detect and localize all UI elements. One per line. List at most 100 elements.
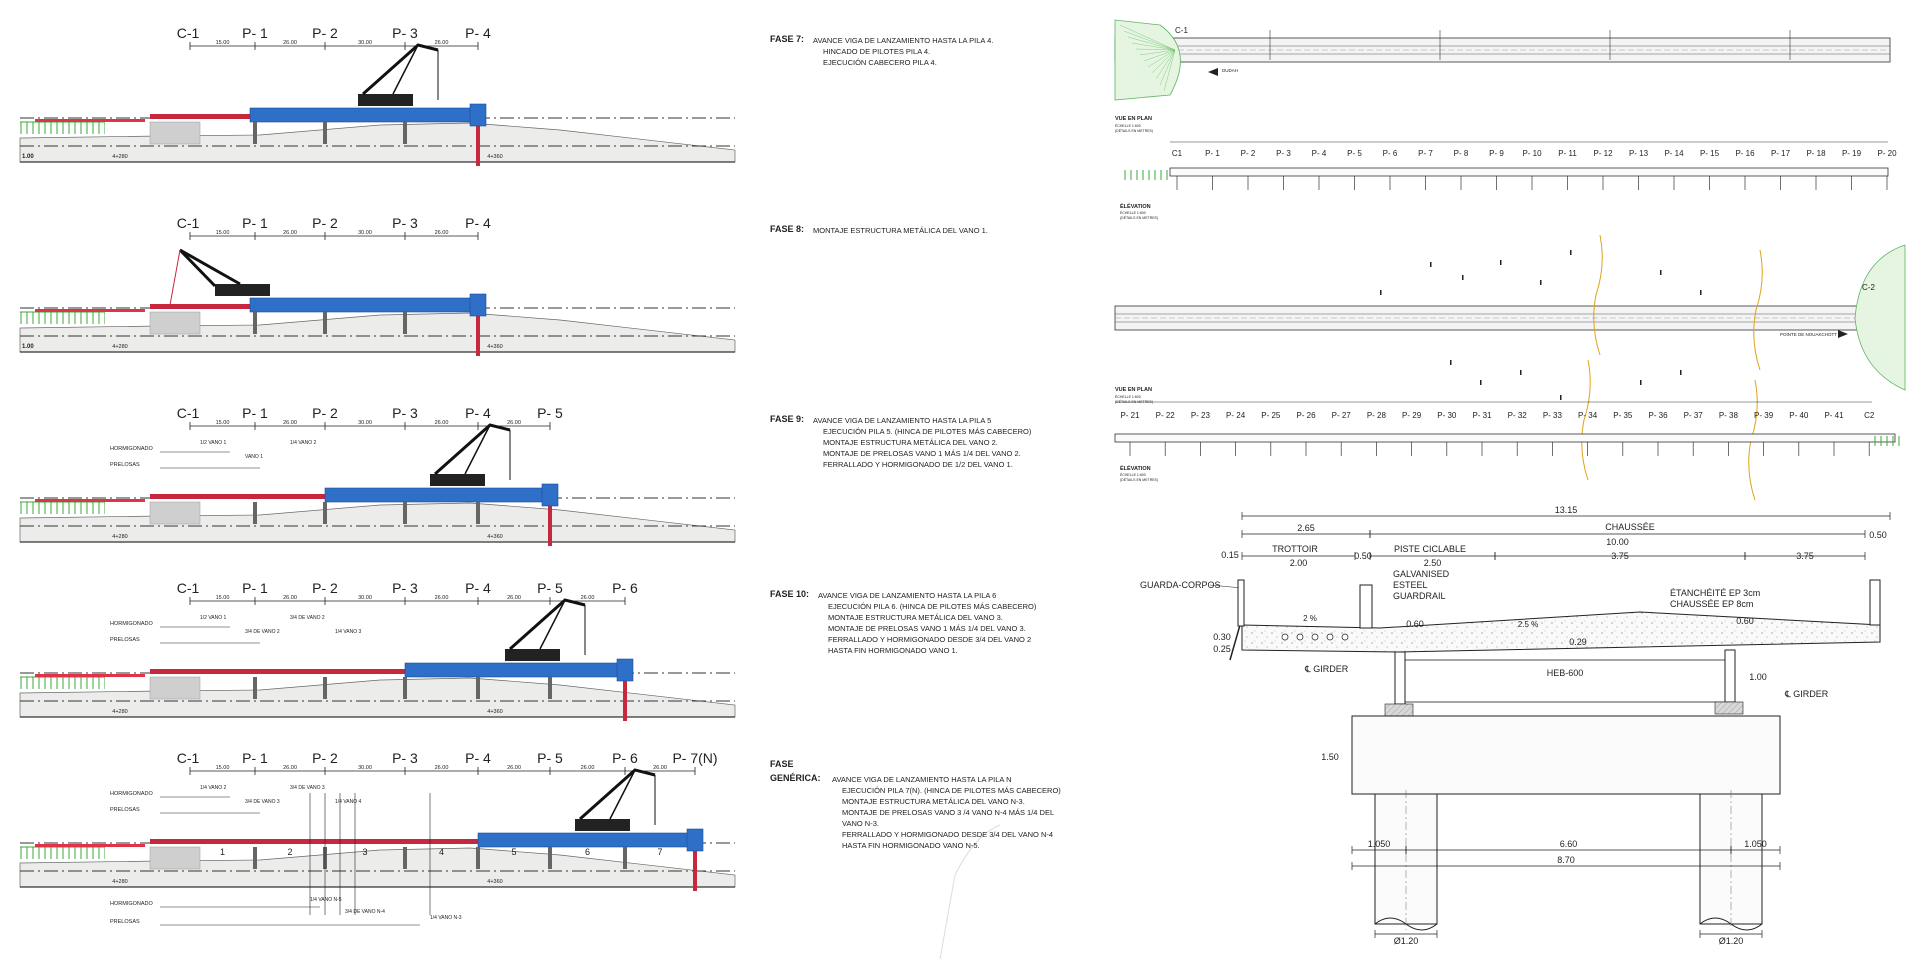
station-left: 4+280 [112,534,127,540]
annot-vano-low: 3/4 DE VANO N-4 [345,909,385,915]
pier-label: C-1 [177,580,200,596]
elev1-pier-label: P- 16 [1735,149,1755,158]
span-label: 26.00 [581,595,595,601]
pier-label: P- 4 [465,25,491,41]
elev2-title: ÉLÉVATION [1120,464,1151,472]
dim-trottoir: 2.00 [1290,558,1308,568]
span-label: 26.00 [507,765,521,771]
elev2-pier-label: P- 24 [1226,411,1246,420]
span-label: 15.00 [216,595,230,601]
built-deck [150,669,405,674]
pier-column [403,847,407,869]
crane [358,43,439,106]
station-right: 4+360 [487,709,502,715]
pier-column [403,312,407,334]
annot-vano: 3/4 DE VANO 2 [290,615,325,621]
pier-label: P- 5 [537,750,563,766]
crane-stay [464,424,491,475]
plan-arrow-label-2: POINTE DE NOUAKCHOTT [1780,332,1837,337]
pier-column [476,847,480,869]
dim-lane2: 3.75 [1796,551,1814,561]
phase-line: AVANCE VIGA DE LANZAMIENTO HASTA LA PILA… [813,416,992,425]
annot-vano: 1/2 VANO 1 [200,615,227,621]
elev1-pier-label: P- 6 [1383,149,1398,158]
survey-point [1560,395,1562,400]
elev2-pier-label: P- 26 [1296,411,1316,420]
girder-right-label: ℄ GIRDER [1784,689,1829,699]
span-number: 5 [511,847,516,857]
elev2-pier-label: P- 32 [1508,411,1528,420]
abutment [149,846,201,870]
annot-vano-low: 1/4 VANO N-3 [430,915,462,921]
dim-total: 13.15 [1555,505,1578,515]
phase-line: FERRALLADO Y HORMIGONADO DE 1/2 DEL VANO… [823,460,1013,469]
survey-point [1570,250,1572,255]
phase-line: EJECUCIÓN PILA 7(N). (HINCA DE PILOTES M… [842,786,1061,795]
annot-vano-low: 1/4 VANO N-5 [310,897,342,903]
span-label: 26.00 [653,765,667,771]
approach-deck [35,499,145,502]
crane-body [430,474,485,486]
edge-right: 0.50 [1869,530,1887,540]
elev2-pier-label: P- 36 [1648,411,1668,420]
annot-hormigonado-low: HORMIGONADO [110,901,154,907]
girder-right [1724,649,1736,703]
plan-embankment-2 [1854,244,1906,391]
elev1-pier-label: C1 [1172,149,1183,158]
span-label: 26.00 [435,595,449,601]
survey-point [1500,260,1502,265]
elev2-deck [1114,433,1896,443]
pier-column [323,677,327,699]
approach-deck [35,309,145,312]
embankment-hatch [1163,49,1176,92]
elev1-pier-label: P- 13 [1629,149,1649,158]
abutment [149,501,201,525]
elev2-pier-label: P- 29 [1402,411,1422,420]
survey-point [1430,262,1432,267]
elev1-pier-label: P- 20 [1877,149,1897,158]
elev1-pier-label: P- 14 [1664,149,1684,158]
leader [1209,584,1243,589]
dim-1050-left: 1.050 [1368,839,1391,849]
abutment [149,311,201,335]
span-label: 15.00 [216,765,230,771]
plan-c2-label: C-2 [1862,283,1875,292]
phase-line: MONTAJE ESTRUCTURA METÁLICA DEL VANO N-3… [842,797,1025,806]
embankment [20,677,105,689]
pier-column [253,677,257,699]
pier-column [403,677,407,699]
elev2-pier-label: P- 23 [1191,411,1211,420]
span-label: 30.00 [358,420,372,426]
annot-vano: 1/2 VANO 1 [200,440,227,446]
phase-line: EJECUCIÓN CABECERO PILA 4. [823,58,937,67]
pier-cap [686,828,704,852]
embankment-hatch [1135,48,1176,51]
elev2-pier-label: P- 39 [1754,411,1774,420]
phase-line: MONTAJE DE PRELOSAS VANO 1 MÁS 1/4 DEL V… [828,624,1026,633]
plan-c1-label: C-1 [1175,26,1188,35]
arrow-icon [1208,68,1218,76]
span-label: 30.00 [358,765,372,771]
pier-cap [469,103,487,127]
built-deck [150,114,250,119]
duct-circle [1326,633,1334,641]
built-deck [150,304,250,309]
phase-line: EJECUCIÓN PILA 5. (HINCA DE PILOTES MÁS … [823,427,1032,436]
embankment-hatch [1159,49,1176,86]
pier-label: C-1 [177,25,200,41]
survey-point [1640,380,1642,385]
span-number: 6 [585,847,590,857]
dim-660: 6.60 [1560,839,1578,849]
elev1-pier-label: P- 17 [1771,149,1791,158]
annot-prelosas-low: PRELOSAS [110,919,140,925]
elev1-pier-label: P- 11 [1558,149,1577,158]
elev1-pier-label: P- 12 [1593,149,1613,158]
duct-circle [1281,633,1289,641]
embankment-hatch [1119,24,1176,51]
phase-title-2: GENÉRICA: [770,773,821,783]
phase-title: FASE 9: [770,414,805,424]
plan-sub: ÉCHELLE 1:600 [1115,123,1141,128]
approach-deck [35,674,145,677]
annot-vano: 3/4 DE VANO 3 [245,799,280,805]
